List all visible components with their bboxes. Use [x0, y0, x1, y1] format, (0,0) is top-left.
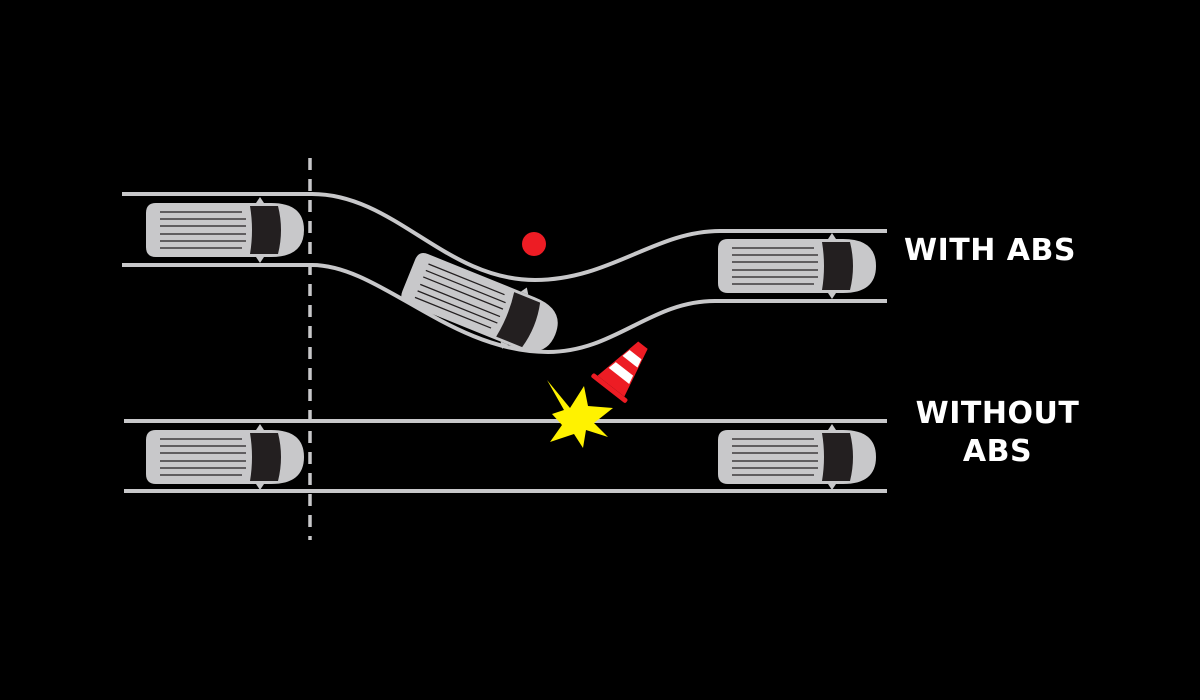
without-abs-label: WITHOUT ABS — [900, 395, 1095, 471]
with-abs-lane-top-edge — [122, 192, 887, 283]
car-icon-with-abs-end — [717, 232, 877, 300]
impact-star-icon — [547, 380, 613, 448]
car-icon-with-abs-start — [145, 196, 305, 264]
car-icon-without-abs-end — [717, 423, 877, 491]
without-abs-label-line1: WITHOUT — [915, 396, 1080, 431]
with-abs-label: WITH ABS — [904, 233, 1076, 268]
obstacle-dot-icon — [522, 232, 546, 256]
car-icon-without-abs-start — [145, 423, 305, 491]
with-abs-lane-bottom-edge — [122, 263, 887, 355]
car-icon-with-abs-swerving — [395, 244, 569, 366]
without-abs-label-line2: ABS — [962, 434, 1033, 469]
traffic-cone-icon — [591, 341, 648, 403]
